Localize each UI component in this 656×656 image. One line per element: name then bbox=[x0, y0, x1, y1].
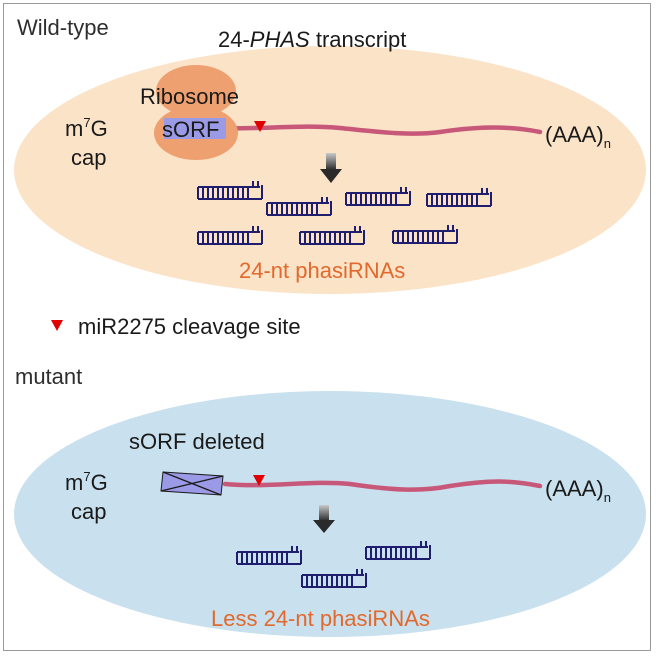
sorf-label: sORF bbox=[162, 117, 219, 142]
mut-polya-label: (AAA)n bbox=[545, 476, 611, 505]
deleted-sorf-box bbox=[160, 471, 224, 496]
ribosome-label: Ribosome bbox=[140, 84, 239, 109]
mutant-mrna bbox=[222, 479, 543, 492]
wt-cleavage-site-icon bbox=[254, 121, 266, 132]
transcript-title: 24-PHAS transcript bbox=[218, 27, 406, 52]
mut-product-label: Less 24-nt phasiRNAs bbox=[211, 606, 430, 631]
mut-cap-word: cap bbox=[71, 499, 106, 524]
cleavage-legend-label: miR2275 cleavage site bbox=[78, 314, 301, 339]
wt-product-label: 24-nt phasiRNAs bbox=[239, 258, 405, 283]
wildtype-panel: Wild-type 24-PHAS transcript Ribosome sO… bbox=[14, 15, 646, 294]
wt-cap-word: cap bbox=[71, 145, 106, 170]
cleavage-legend-icon bbox=[51, 320, 63, 331]
mutant-panel: mutant sORF deleted m7G cap (AAA)n Less … bbox=[14, 364, 646, 637]
mutant-panel-label: mutant bbox=[15, 364, 82, 389]
wt-down-arrow-icon bbox=[320, 153, 342, 183]
wildtype-mrna bbox=[207, 124, 543, 136]
sorf-box bbox=[164, 118, 226, 139]
legend: miR2275 cleavage site bbox=[51, 314, 301, 339]
wt-polya-label: (AAA)n bbox=[545, 122, 611, 151]
mut-down-arrow-icon bbox=[313, 505, 335, 533]
sorf-deleted-label: sORF deleted bbox=[129, 429, 265, 454]
wildtype-panel-label: Wild-type bbox=[17, 15, 109, 40]
figure-frame bbox=[3, 3, 651, 651]
wt-cap-label: m7G bbox=[65, 115, 108, 141]
mut-cleavage-site-icon bbox=[253, 475, 265, 486]
deletion-cross-icon bbox=[160, 471, 224, 496]
mut-cap-label: m7G bbox=[65, 469, 108, 495]
mutant-cell bbox=[14, 391, 646, 637]
